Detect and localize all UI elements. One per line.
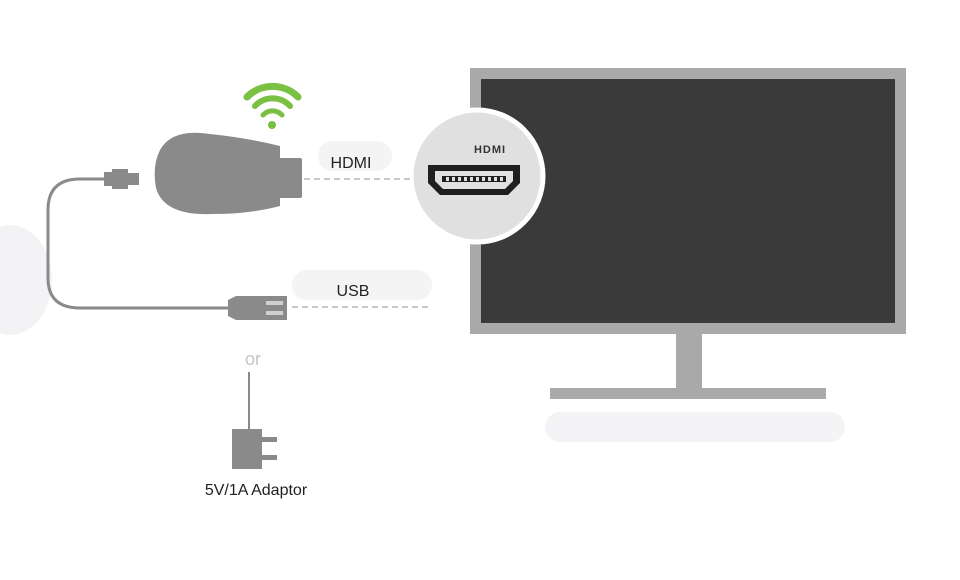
- micro-usb-plug-icon: [104, 169, 139, 189]
- adaptor-label: 5V/1A Adaptor: [205, 482, 308, 499]
- wifi-icon: [243, 82, 302, 129]
- connector-lines: [292, 178, 432, 308]
- tv-stand: [550, 388, 826, 399]
- usb-plug-icon: [228, 296, 287, 320]
- tv-neck: [676, 334, 702, 391]
- usb-cable: [46, 177, 232, 310]
- usb-label: USB: [292, 270, 432, 300]
- hdmi-logo-text: HDMI: [474, 144, 506, 156]
- hdmi-label: HDMI: [318, 141, 392, 172]
- hdmi-port-icon: HDMI: [408, 107, 546, 245]
- usb-label-text: USB: [337, 283, 370, 300]
- tv-screen: [481, 79, 895, 323]
- power-adaptor-icon: [232, 429, 277, 469]
- or-label: or: [245, 349, 261, 369]
- tv-icon: [470, 68, 906, 399]
- hdmi-label-text: HDMI: [331, 155, 372, 172]
- dongle-icon: [154, 132, 302, 215]
